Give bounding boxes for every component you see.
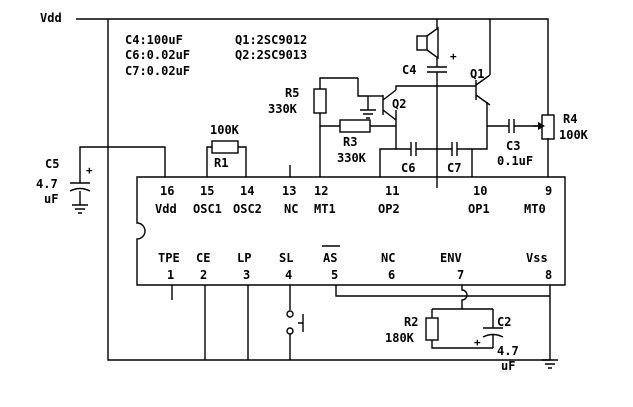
pin14-num: 14 (240, 184, 254, 198)
value-c4: C4:100uF (125, 33, 183, 47)
r1-value: 100K (210, 123, 240, 137)
pin4-num: 4 (285, 268, 292, 282)
resistor-r3: R3 330K (337, 119, 396, 165)
r4-label: R4 (563, 112, 577, 126)
pin11-label: OP2 (378, 202, 400, 216)
pin13-num: 13 (282, 184, 296, 198)
q1-label: Q1 (470, 67, 484, 81)
pin2-num: 2 (200, 268, 207, 282)
pin16-label: Vdd (155, 202, 177, 216)
r4-value: 100K (559, 128, 589, 142)
ic-chip (136, 176, 566, 286)
transistor-q2: Q2 (360, 89, 406, 121)
pin8-num: 8 (545, 268, 552, 282)
c2-plus: + (474, 336, 481, 349)
capacitor-c4: C4 (402, 58, 447, 188)
pin2-label: CE (196, 251, 210, 265)
transistor-q1: Q1 (395, 19, 491, 106)
c2-unit: uF (501, 359, 515, 373)
pin5-lead (335, 285, 550, 297)
r1-label: R1 (214, 156, 228, 170)
push-button-switch (286, 310, 304, 335)
r3-label: R3 (343, 135, 357, 149)
pin15-label: OSC1 (193, 202, 222, 216)
c6-label: C6 (401, 161, 415, 175)
c5-unit: uF (44, 192, 58, 206)
resistor-r5: R5 330K (268, 77, 368, 126)
vdd-rail (76, 18, 550, 361)
pin10-lead (471, 102, 488, 177)
resistor-r1: 100K R1 (210, 123, 240, 170)
c5-value: 4.7 (36, 177, 58, 191)
c2-label: C2 (497, 315, 511, 329)
pin10-label: OP1 (468, 202, 490, 216)
r3-value: 330K (337, 151, 367, 165)
vdd-label: Vdd (40, 11, 62, 25)
pin3-label: LP (237, 251, 251, 265)
pin4-label: SL (279, 251, 293, 265)
pin6-label: NC (381, 251, 395, 265)
pin3-num: 3 (243, 268, 250, 282)
c4-label: C4 (402, 63, 416, 77)
pin10-num: 10 (473, 184, 487, 198)
c3-label: C3 (506, 139, 520, 153)
pin5-num: 5 (331, 268, 338, 282)
c5-plus: + (86, 164, 93, 177)
pin7-lead (461, 285, 468, 309)
value-q2: Q2:2SC9013 (235, 48, 307, 62)
r2-label: R2 (404, 315, 418, 329)
pin12-num: 12 (314, 184, 328, 198)
pin14-label: OSC2 (233, 202, 262, 216)
c4-plus: + (450, 50, 457, 63)
pin11-num: 11 (385, 184, 399, 198)
ground-symbol (542, 359, 558, 369)
pin13-label: NC (284, 202, 298, 216)
pin9-label: MT0 (524, 202, 546, 216)
pin7-label: ENV (440, 251, 462, 265)
r2-value: 180K (385, 331, 415, 345)
pin7-num: 7 (457, 268, 464, 282)
pin16-num: 16 (160, 184, 174, 198)
q2-label: Q2 (392, 97, 406, 111)
r5-label: R5 (285, 86, 299, 100)
pin11-lead (379, 110, 397, 177)
c7-label: C7 (447, 161, 461, 175)
pin15-num: 15 (200, 184, 214, 198)
value-c6: C6:0.02uF (125, 48, 190, 62)
pin12-label: MT1 (314, 202, 336, 216)
c3-value: 0.1uF (497, 154, 533, 168)
pin16-lead (108, 146, 166, 177)
ic-bottom-pin-labels: TPE 1 CE 2 LP 3 SL 4 AS 5 NC 6 ENV 7 Vss… (158, 245, 552, 282)
capacitor-c5: C5 + 4.7 uF (36, 146, 108, 214)
resistor-r4: R4 100K (533, 112, 589, 142)
value-c7: C7:0.02uF (125, 64, 190, 78)
r5-value: 330K (268, 102, 298, 116)
ic-top-pin-labels: 16 Vdd 15 OSC1 14 OSC2 13 NC 12 MT1 11 O… (155, 184, 552, 216)
pin6-num: 6 (388, 268, 395, 282)
capacitor-c7: C7 (437, 142, 472, 175)
r1-leads (206, 146, 247, 177)
capacitor-c6: C6 (396, 142, 437, 175)
capacitor-c2: C2 + 4.7 uF (474, 309, 519, 373)
pin9-num: 9 (545, 184, 552, 198)
value-q1: Q1:2SC9012 (235, 33, 307, 47)
pin1-num: 1 (167, 268, 174, 282)
pin8-label: Vss (526, 251, 548, 265)
c5-label: C5 (45, 157, 59, 171)
pin5-label: AS (323, 251, 337, 265)
pin1-label: TPE (158, 251, 180, 265)
c2-value: 4.7 (497, 344, 519, 358)
speaker: + (416, 19, 457, 63)
capacitor-c3: C3 0.1uF (487, 119, 543, 168)
resistor-r2: R2 180K (385, 308, 493, 349)
